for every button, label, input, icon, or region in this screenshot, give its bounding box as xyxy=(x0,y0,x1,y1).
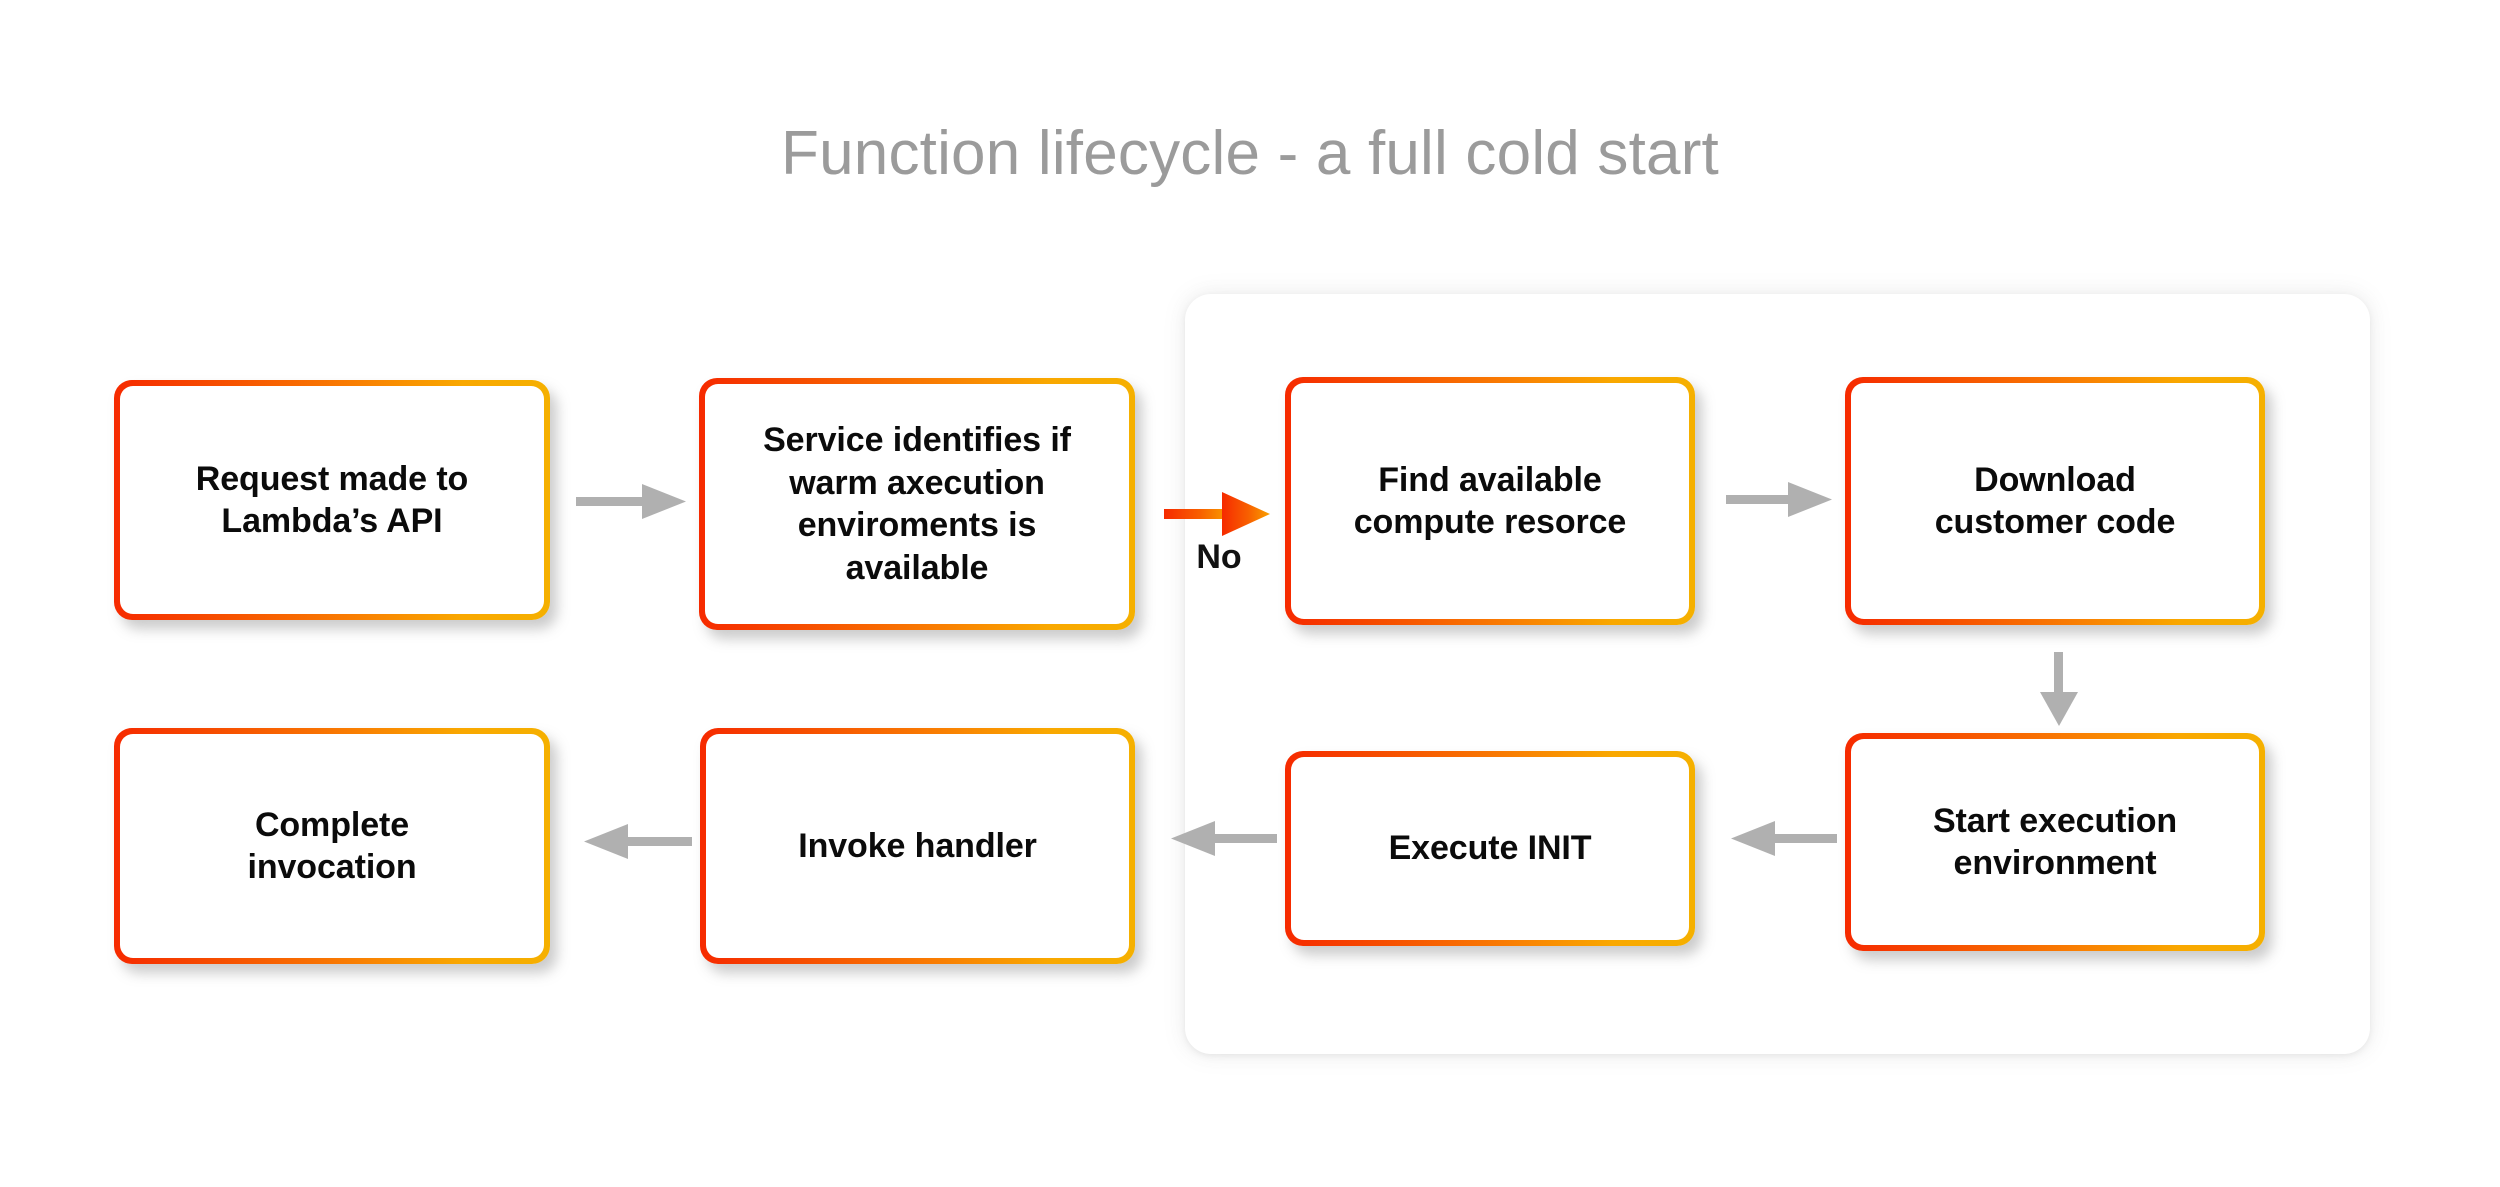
node-invoke-handler-label: Invoke handler xyxy=(798,826,1037,865)
node-execute-init-label: Execute INIT xyxy=(1388,829,1592,868)
arrow-find-compute-to-download-code xyxy=(1726,478,1838,522)
node-invoke-handler[interactable]: Invoke handler xyxy=(700,728,1135,964)
node-execute-init[interactable]: Execute INIT xyxy=(1285,751,1695,946)
arrow-download-code-to-start-environment xyxy=(2035,652,2083,730)
node-execute-init-body: Execute INIT xyxy=(1291,757,1689,940)
page-title: Function lifecycle - a full cold start xyxy=(781,119,1719,188)
branch-label-no: No xyxy=(1196,538,1242,576)
arrow-start-environment-to-execute-init xyxy=(1727,817,1839,861)
node-invoke-handler-body: Invoke handler xyxy=(706,734,1129,958)
arrow-invoke-handler-to-complete-invocation xyxy=(578,820,694,864)
arrow-execute-init-to-invoke-handler xyxy=(1167,817,1279,861)
arrow-request-to-service xyxy=(576,480,692,524)
arrow-service-to-find-compute xyxy=(1164,490,1276,538)
